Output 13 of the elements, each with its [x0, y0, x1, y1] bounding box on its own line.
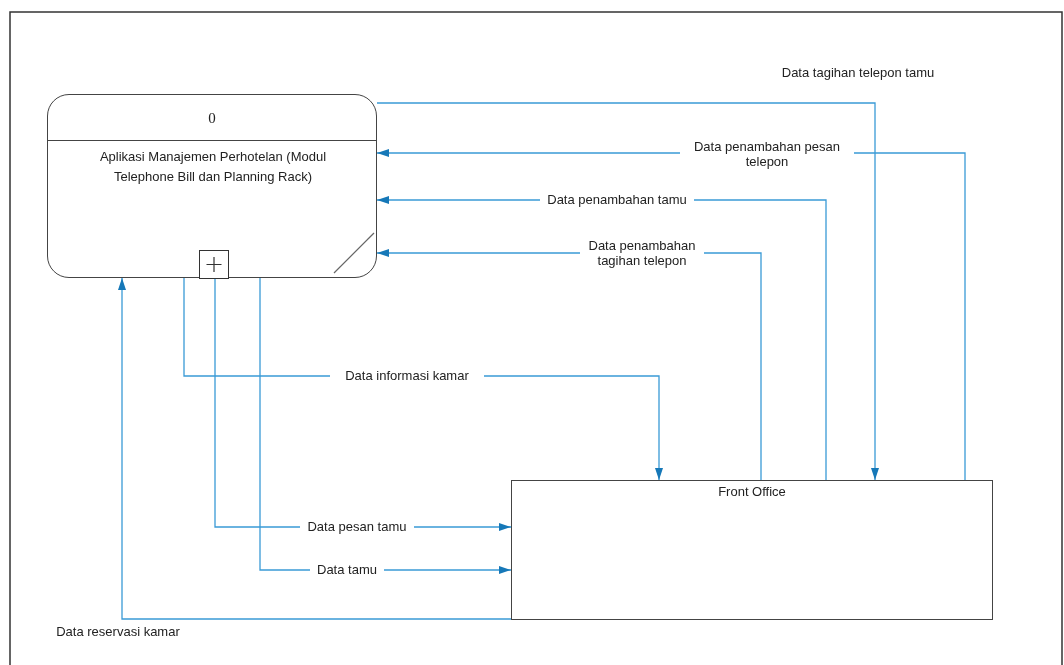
process-name: Aplikasi Manajemen Perhotelan (Modul Telephone Bill dan Planning Rack)	[98, 148, 328, 186]
external-entity-box	[511, 480, 993, 620]
edge-label: Data informasi kamar	[330, 368, 484, 383]
entity-name: Front Office	[717, 484, 787, 499]
edge-label: Data penambahan pesan telepon	[680, 139, 854, 169]
edge-label: Data penambahan tamu	[540, 192, 694, 207]
arrow	[118, 277, 512, 620]
arrow	[376, 102, 879, 481]
edge-label: Data pesan tamu	[300, 519, 414, 534]
process-box	[47, 94, 377, 278]
edge-label: Data penambahan tagihan telepon	[580, 238, 704, 268]
process-number: 0	[48, 95, 376, 141]
edge-label: Data tamu	[310, 562, 384, 577]
